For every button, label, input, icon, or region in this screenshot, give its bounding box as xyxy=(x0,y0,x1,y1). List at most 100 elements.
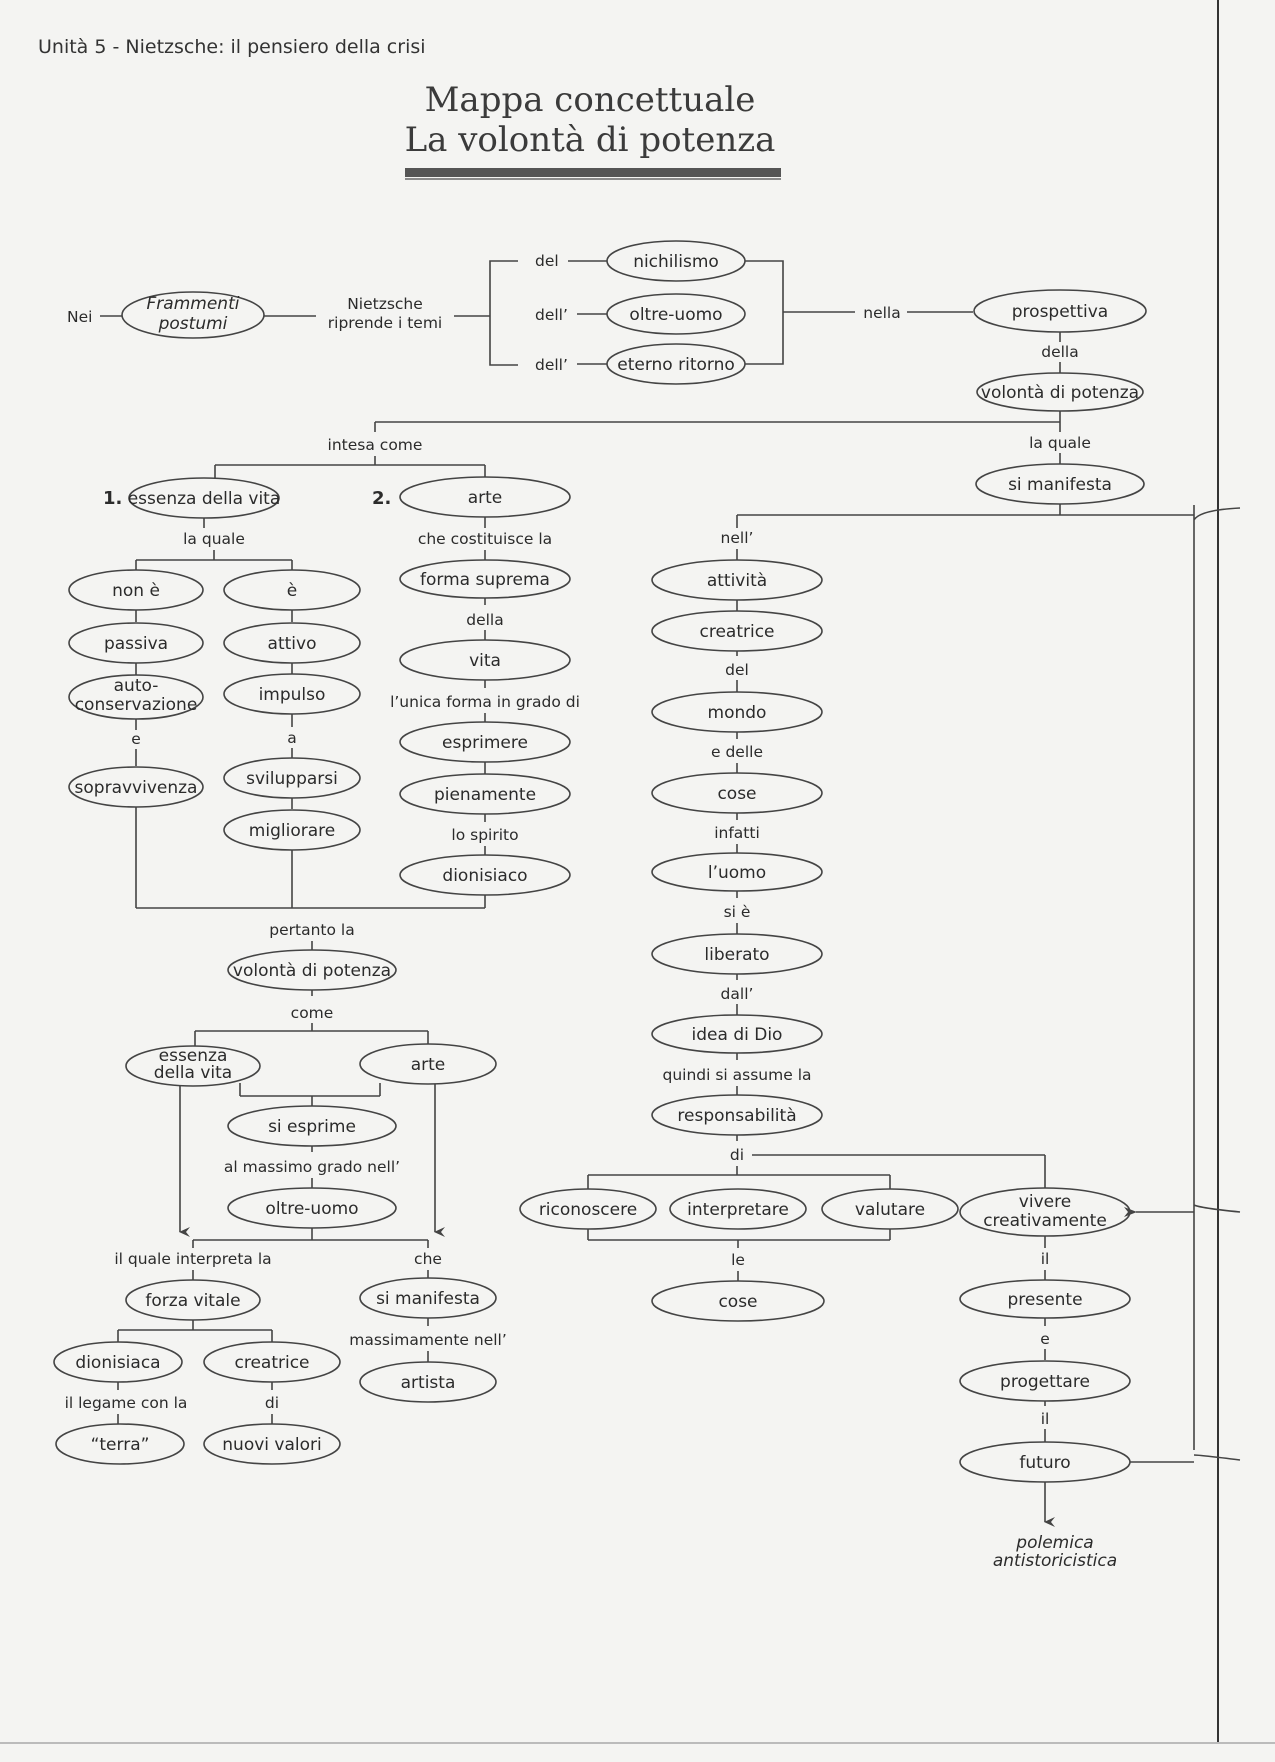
label-e-right: e xyxy=(1040,1330,1050,1348)
text-vivere: vivere xyxy=(1019,1192,1071,1212)
label-infatti: infatti xyxy=(714,824,760,842)
text-progettare: progettare xyxy=(1000,1372,1090,1392)
text-valutare: valutare xyxy=(855,1200,925,1220)
label-di-right: di xyxy=(730,1146,744,1164)
label-e-delle: e delle xyxy=(711,743,763,761)
text-interpretare: interpretare xyxy=(687,1200,789,1220)
label-come: come xyxy=(291,1004,334,1022)
text-oltre-uomo-top: oltre-uomo xyxy=(629,305,722,325)
label-che-costituisce: che costituisce la xyxy=(418,530,552,548)
text-artista: artista xyxy=(401,1373,456,1393)
title-line-2: La volontà di potenza xyxy=(404,120,776,160)
text-e-accent: è xyxy=(287,581,297,601)
number-1: 1. xyxy=(103,488,122,509)
text-volonta-top: volontà di potenza xyxy=(981,383,1139,403)
label-nell: nell’ xyxy=(721,529,754,547)
title-underline xyxy=(405,168,781,177)
label-il-legame: il legame con la xyxy=(65,1394,188,1412)
label-la-quale-right: la quale xyxy=(1029,434,1091,452)
text-frammenti: Frammenti xyxy=(147,294,240,314)
node-oltre-uomo-top xyxy=(606,293,746,335)
text-si-esprime: si esprime xyxy=(268,1117,356,1137)
node-nuovi-valori xyxy=(203,1423,341,1465)
text-antistoricistica: antistoricistica xyxy=(993,1551,1117,1571)
label-a: a xyxy=(287,729,297,747)
text-creativamente: creativamente xyxy=(983,1211,1107,1231)
label-quindi: quindi si assume la xyxy=(662,1066,811,1084)
title-line-1: Mappa concettuale xyxy=(424,80,756,120)
bracket-left xyxy=(489,260,518,366)
text-responsabilita: responsabilità xyxy=(677,1106,796,1126)
text-non-e: non è xyxy=(112,581,160,601)
text-auto: auto- xyxy=(114,676,159,696)
label-del-right: del xyxy=(725,661,749,679)
label-pertanto: pertanto la xyxy=(269,921,354,939)
label-il-1: il xyxy=(1041,1250,1050,1268)
text-idea-di-dio: idea di Dio xyxy=(692,1025,783,1045)
label-al-massimo: al massimo grado nell’ xyxy=(224,1158,400,1176)
label-della-col2: della xyxy=(466,611,504,629)
text-essenza-lower-1: essenza xyxy=(159,1046,228,1066)
text-cose-2: cose xyxy=(718,1292,757,1312)
text-sopravvivenza: sopravvivenza xyxy=(75,778,198,798)
text-volonta-lower: volontà di potenza xyxy=(233,961,391,981)
text-passiva: passiva xyxy=(104,634,168,654)
text-si-manifesta-right: si manifesta xyxy=(1008,475,1112,495)
label-lo-spirito: lo spirito xyxy=(451,826,518,844)
text-futuro: futuro xyxy=(1019,1453,1070,1473)
text-si-manifesta-lower: si manifesta xyxy=(376,1289,480,1309)
text-creatrice-right: creatrice xyxy=(699,622,774,642)
bracket-right xyxy=(745,260,784,365)
label-di-lower: di xyxy=(265,1394,279,1412)
text-cose: cose xyxy=(717,784,756,804)
text-forma-suprema: forma suprema xyxy=(420,570,550,590)
node-terra xyxy=(55,1423,185,1465)
label-e-conj: e xyxy=(131,730,141,748)
unit-header: Unità 5 - Nietzsche: il pensiero della c… xyxy=(38,36,426,58)
label-della-top: della xyxy=(1041,343,1079,361)
number-2: 2. xyxy=(372,488,391,509)
label-nietzsche: Nietzsche xyxy=(347,295,423,313)
node-frammenti-postumi xyxy=(121,291,265,339)
node-cose-2 xyxy=(651,1280,825,1322)
label-del: del xyxy=(535,252,559,270)
text-impulso: impulso xyxy=(259,685,326,705)
text-svilupparsi: svilupparsi xyxy=(246,769,338,789)
label-il-2: il xyxy=(1041,1410,1050,1428)
label-dell-2: dell’ xyxy=(535,356,568,374)
text-essenza-della-vita: essenza della vita xyxy=(128,489,281,509)
text-attivo: attivo xyxy=(268,634,317,654)
label-dell-1: dell’ xyxy=(535,306,568,324)
text-postumi: postumi xyxy=(158,314,228,334)
text-prospettiva: prospettiva xyxy=(1012,302,1108,322)
label-le: le xyxy=(731,1251,745,1269)
text-nuovi-valori: nuovi valori xyxy=(222,1435,321,1455)
text-terra: “terra” xyxy=(91,1435,150,1455)
label-massimamente: massimamente nell’ xyxy=(349,1331,507,1349)
text-creatrice-lower: creatrice xyxy=(234,1353,309,1373)
text-nichilismo: nichilismo xyxy=(633,252,719,272)
node-interpretare xyxy=(669,1188,807,1230)
label-la-quale-1: la quale xyxy=(183,530,245,548)
text-conservazione: conservazione xyxy=(75,695,198,715)
text-polemica: polemica xyxy=(1015,1533,1093,1553)
text-attivita: attività xyxy=(707,571,767,591)
label-si-e: si è xyxy=(724,903,751,921)
text-migliorare: migliorare xyxy=(249,821,335,841)
text-arte-col2: arte xyxy=(468,488,503,508)
text-liberato: liberato xyxy=(704,945,769,965)
text-dionisiaco: dionisiaco xyxy=(442,866,527,886)
text-esprimere: esprimere xyxy=(442,733,528,753)
side-bracket xyxy=(1193,505,1241,1461)
text-dionisiaca: dionisiaca xyxy=(75,1353,160,1373)
node-arte-lower xyxy=(359,1043,497,1085)
text-pienamente: pienamente xyxy=(434,785,536,805)
text-eterno-ritorno: eterno ritorno xyxy=(617,355,735,375)
label-nella: nella xyxy=(863,304,900,322)
text-vita: vita xyxy=(469,651,501,671)
label-che: che xyxy=(414,1250,442,1268)
node-essenza-lower xyxy=(125,1045,261,1087)
label-intesa-come: intesa come xyxy=(328,436,423,454)
text-mondo: mondo xyxy=(708,703,767,723)
text-oltre-uomo-lower: oltre-uomo xyxy=(265,1199,358,1219)
